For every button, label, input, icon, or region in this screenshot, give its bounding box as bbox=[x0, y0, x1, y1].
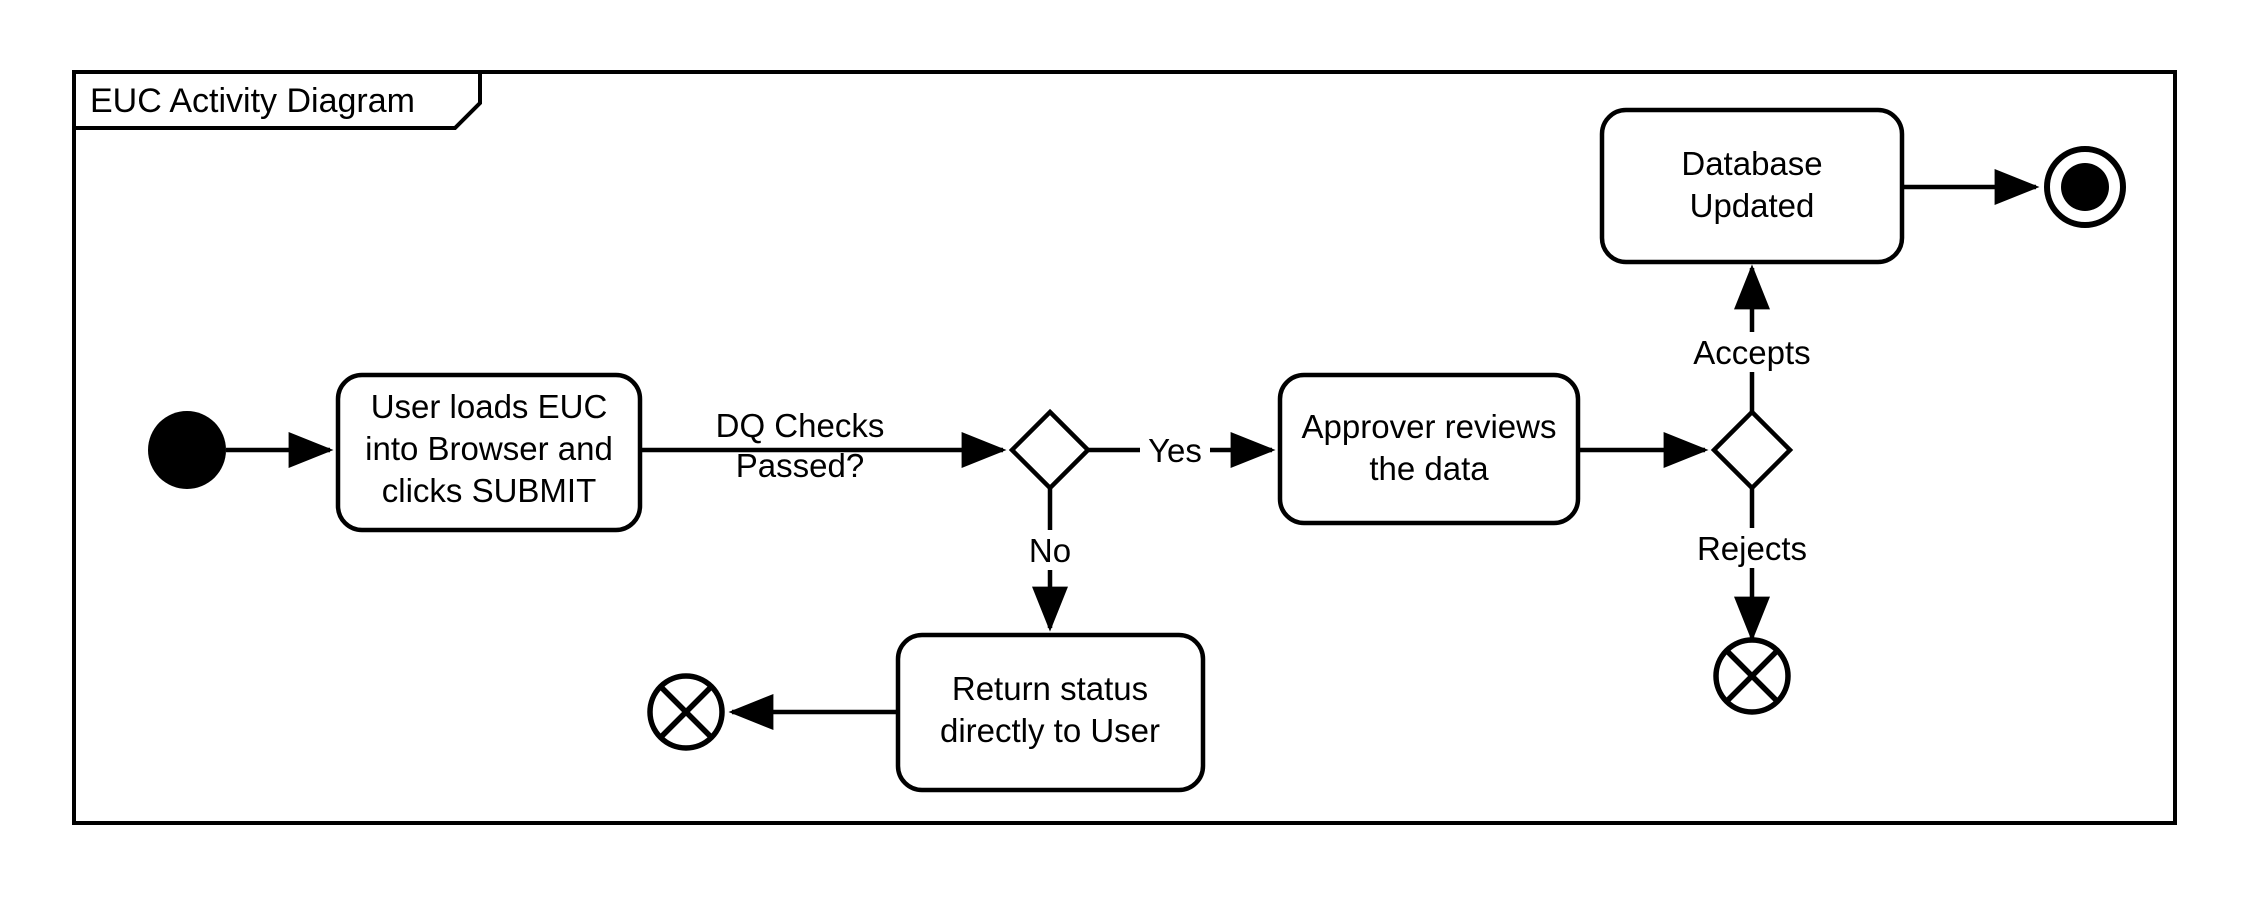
action-approver-review-label-line2: the data bbox=[1369, 450, 1489, 487]
edge-label-accepts: Accepts bbox=[1693, 334, 1810, 371]
diagram-frame-title-tab bbox=[72, 70, 482, 130]
action-database-updated-label-line2: Updated bbox=[1690, 187, 1815, 224]
edge-label-rejects-backdrop bbox=[1670, 528, 1835, 568]
action-approver-review[interactable] bbox=[1277, 372, 1581, 526]
action-approver-review-label-line1: Approver reviews bbox=[1302, 408, 1557, 445]
diagram-title: EUC Activity Diagram bbox=[90, 82, 415, 120]
action-return-status-label-line2: directly to User bbox=[940, 712, 1160, 749]
edge-label-no: No bbox=[1029, 532, 1071, 569]
initial-node[interactable] bbox=[148, 411, 226, 489]
flow-final-node-return[interactable] bbox=[647, 673, 725, 751]
action-load-euc[interactable] bbox=[335, 372, 643, 533]
activity-final-node-core bbox=[2061, 163, 2109, 211]
edge-label-no-backdrop bbox=[1016, 530, 1084, 570]
action-load-euc-label-line3: clicks SUBMIT bbox=[382, 472, 597, 509]
action-return-status-label-line1: Return status bbox=[952, 670, 1148, 707]
edge-label-rejects: Rejects bbox=[1697, 530, 1807, 567]
edge-label-accepts-backdrop bbox=[1670, 332, 1835, 372]
action-database-updated-label-line1: Database bbox=[1681, 145, 1822, 182]
edge-label-dq-checks-line1: DQ Checks bbox=[716, 407, 885, 444]
flow-final-rejects-cross-line-2 bbox=[1724, 648, 1780, 704]
action-load-euc-label-line2: into Browser and bbox=[365, 430, 613, 467]
action-database-updated[interactable] bbox=[1599, 107, 1905, 265]
edge-label-yes-backdrop bbox=[1140, 430, 1210, 470]
edge-label-dq-checks-line2: Passed? bbox=[736, 447, 864, 484]
flow-final-return-cross-line-2 bbox=[658, 684, 714, 740]
action-load-euc-label-line1: User loads EUC bbox=[371, 388, 608, 425]
flow-final-node-rejects[interactable] bbox=[1713, 637, 1791, 715]
edge-label-yes: Yes bbox=[1148, 432, 1202, 469]
